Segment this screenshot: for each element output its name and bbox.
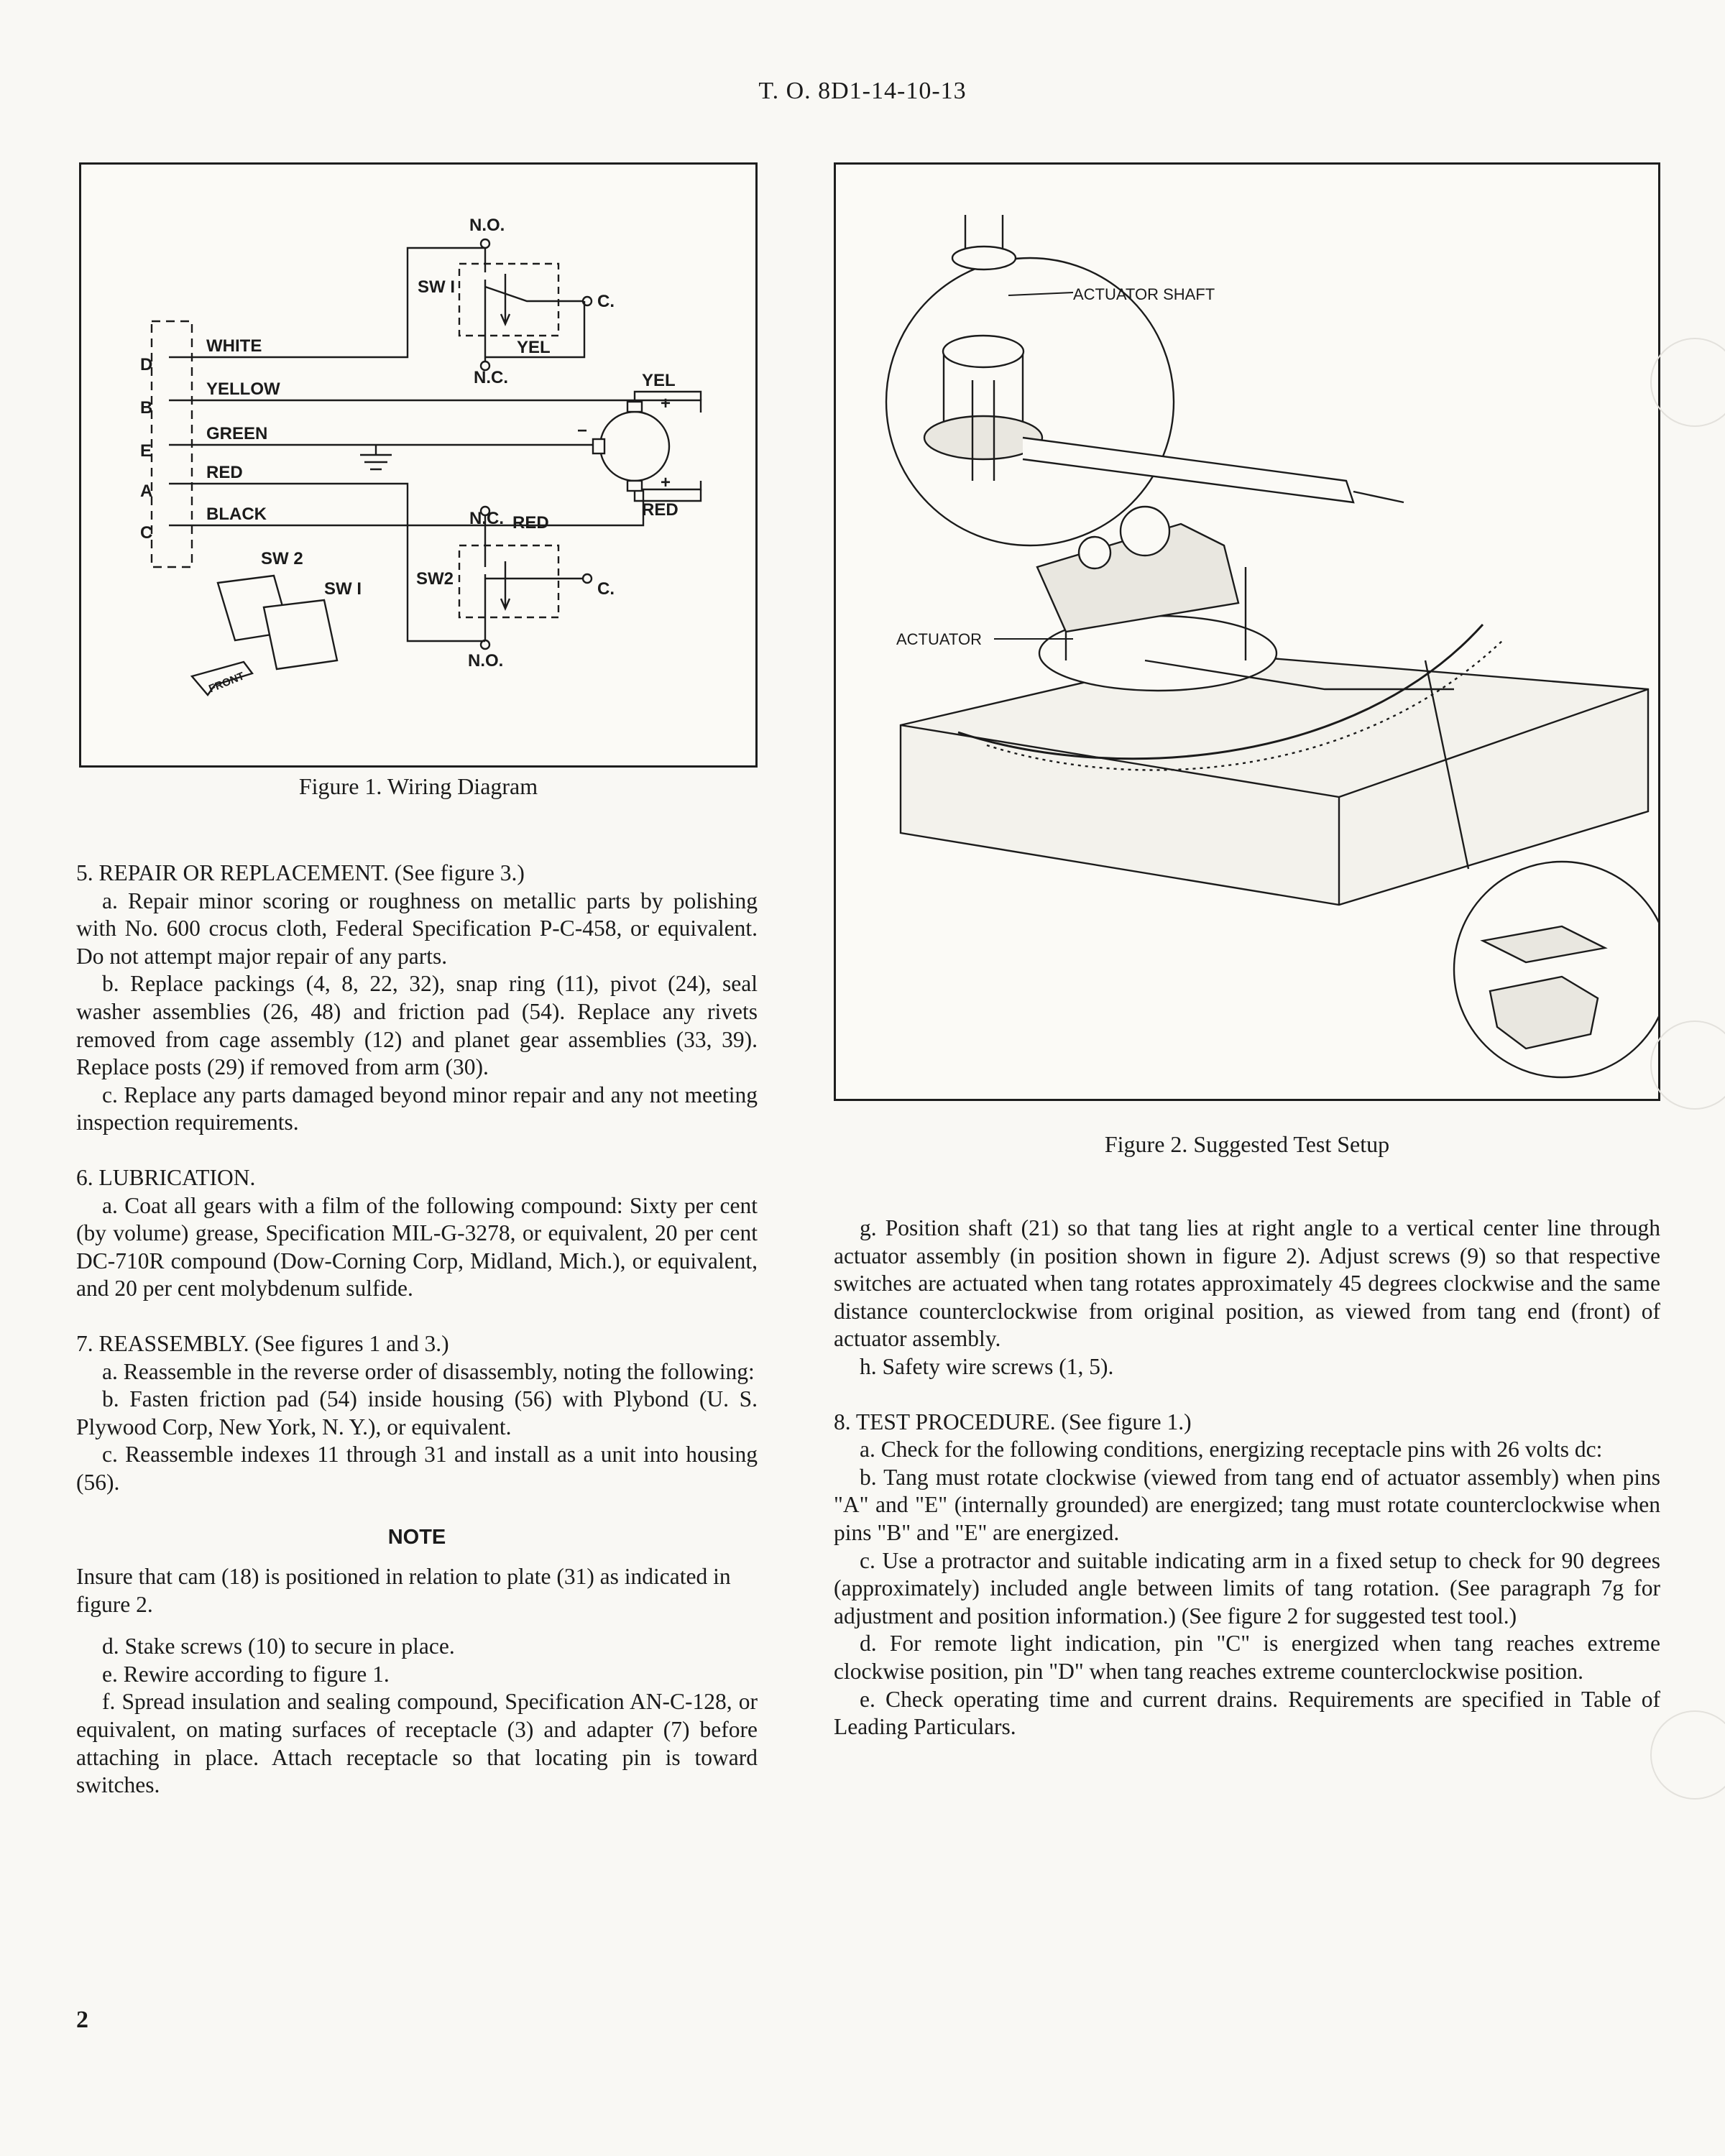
paragraph: c. Reassemble indexes 11 through 31 and … bbox=[76, 1442, 758, 1495]
sw2-c-label: C. bbox=[597, 579, 615, 599]
paragraph: g. Position shaft (21) so that tang lies… bbox=[834, 1215, 1660, 1352]
paragraph: h. Safety wire screws (1, 5). bbox=[860, 1353, 1114, 1379]
ground-symbol bbox=[360, 445, 392, 471]
sw1-label: SW I bbox=[418, 277, 455, 297]
minus-label: − bbox=[577, 421, 587, 441]
front-arrow bbox=[190, 660, 254, 696]
section-7-heading: 7. REASSEMBLY. (See figures 1 and 3.) bbox=[76, 1330, 449, 1356]
motor-circle bbox=[599, 410, 671, 482]
connector-outline bbox=[150, 320, 193, 568]
wire-label: BLACK bbox=[206, 505, 267, 524]
paragraph: a. Repair minor scoring or roughness on … bbox=[76, 888, 758, 969]
sw2-label: SW2 bbox=[416, 569, 454, 589]
paragraph: c. Replace any parts damaged beyond mino… bbox=[76, 1082, 758, 1135]
yellow-wire bbox=[169, 399, 702, 413]
left-text-column: 5. REPAIR OR REPLACEMENT. (See figure 3.… bbox=[76, 860, 758, 1800]
sw2-nc-label: N.C. bbox=[469, 509, 504, 528]
paragraph: d. For remote light indication, pin "C" … bbox=[834, 1631, 1660, 1684]
wire-label: YELLOW bbox=[206, 379, 280, 399]
paragraph: e. Rewire according to figure 1. bbox=[102, 1661, 390, 1687]
paragraph: a. Coat all gears with a film of the fol… bbox=[76, 1192, 758, 1302]
sw1-pictogram-label: SW I bbox=[324, 579, 362, 599]
sw1-nc-label: N.C. bbox=[474, 368, 508, 387]
binder-hole-mark bbox=[1650, 1710, 1725, 1800]
pin-label: E bbox=[140, 441, 152, 461]
sw1-no-label: N.O. bbox=[469, 216, 505, 235]
indicating-arm bbox=[1022, 436, 1355, 504]
pin-label: D bbox=[140, 355, 152, 374]
wiring-diagram-svg: D B E A C WHITE YELLOW GREEN RED BLACK N… bbox=[140, 216, 702, 696]
protractor-arc bbox=[957, 623, 1484, 760]
sw2-pictogram-label: SW 2 bbox=[261, 549, 303, 568]
paragraph: b. Fasten friction pad (54) inside housi… bbox=[76, 1386, 758, 1439]
section-5-heading: 5. REPAIR OR REPLACEMENT. (See figure 3.… bbox=[76, 860, 525, 885]
magnified-detail-view bbox=[1453, 860, 1671, 1079]
paragraph: b. Replace packings (4, 8, 22, 32), snap… bbox=[76, 971, 758, 1080]
section-8-heading: 8. TEST PROCEDURE. (See figure 1.) bbox=[834, 1409, 1192, 1434]
binder-hole-mark bbox=[1650, 1021, 1725, 1110]
sw1-c-label: C. bbox=[597, 292, 615, 311]
figure-1-caption: Figure 1. Wiring Diagram bbox=[298, 773, 538, 799]
paragraph: b. Tang must rotate clockwise (viewed fr… bbox=[834, 1464, 1660, 1545]
sw1-pictogram bbox=[262, 599, 339, 671]
plus-bottom-label: + bbox=[661, 473, 671, 492]
magnified-shaft-view bbox=[885, 257, 1175, 547]
paragraph: f. Spread insulation and sealing compoun… bbox=[76, 1689, 758, 1798]
pin-label: B bbox=[140, 398, 152, 418]
figure-1-wiring-diagram: D B E A C WHITE YELLOW GREEN RED BLACK N… bbox=[79, 162, 758, 768]
actuator-shaft-callout: ACTUATOR SHAFT bbox=[1073, 285, 1215, 303]
sw2-c-contact bbox=[581, 573, 593, 584]
section-6-heading: 6. LUBRICATION. bbox=[76, 1164, 256, 1190]
wire-label: WHITE bbox=[206, 336, 262, 356]
actuator-callout: ACTUATOR bbox=[896, 630, 982, 648]
white-wire bbox=[169, 247, 485, 359]
sw2-housing bbox=[458, 544, 560, 619]
figure-2-test-setup: ACTUATOR SHAFT ACTUATOR bbox=[834, 162, 1671, 1101]
sw1-housing bbox=[458, 262, 560, 337]
test-setup-svg: ACTUATOR SHAFT ACTUATOR bbox=[885, 215, 1671, 1079]
paragraph: e. Check operating time and current drai… bbox=[834, 1686, 1660, 1740]
plus-top-label: + bbox=[661, 394, 671, 413]
wire-label: RED bbox=[206, 463, 243, 482]
paragraph: a. Reassemble in the reverse order of di… bbox=[102, 1358, 755, 1384]
note-heading: NOTE bbox=[387, 1526, 446, 1549]
figure-2-caption: Figure 2. Suggested Test Setup bbox=[1104, 1131, 1390, 1157]
sw2-no-label: N.O. bbox=[468, 651, 503, 671]
wire-label: GREEN bbox=[206, 424, 267, 443]
black-wire bbox=[169, 482, 485, 642]
note-body: Insure that cam (18) is positioned in re… bbox=[76, 1564, 731, 1617]
motor-terminal-minus bbox=[592, 438, 606, 455]
paragraph: d. Stake screws (10) to secure in place. bbox=[102, 1634, 455, 1659]
paragraph: c. Use a protractor and suitable indicat… bbox=[834, 1547, 1660, 1628]
motor-red-label: RED bbox=[642, 500, 678, 520]
pin-label: A bbox=[140, 482, 152, 501]
technical-order-number: T. O. 8D1-14-10-13 bbox=[758, 78, 967, 104]
sw1-no-contact bbox=[479, 238, 491, 249]
pin-label: C bbox=[140, 523, 152, 543]
paragraph: a. Check for the following conditions, e… bbox=[860, 1437, 1603, 1462]
binder-hole-mark bbox=[1650, 338, 1725, 427]
right-text-column: g. Position shaft (21) so that tang lies… bbox=[834, 1215, 1660, 1741]
motor-yel-label: YEL bbox=[642, 371, 676, 390]
yel-small-label: YEL bbox=[517, 338, 551, 357]
page-number: 2 bbox=[76, 2007, 88, 2033]
red-small-label: RED bbox=[512, 513, 549, 533]
